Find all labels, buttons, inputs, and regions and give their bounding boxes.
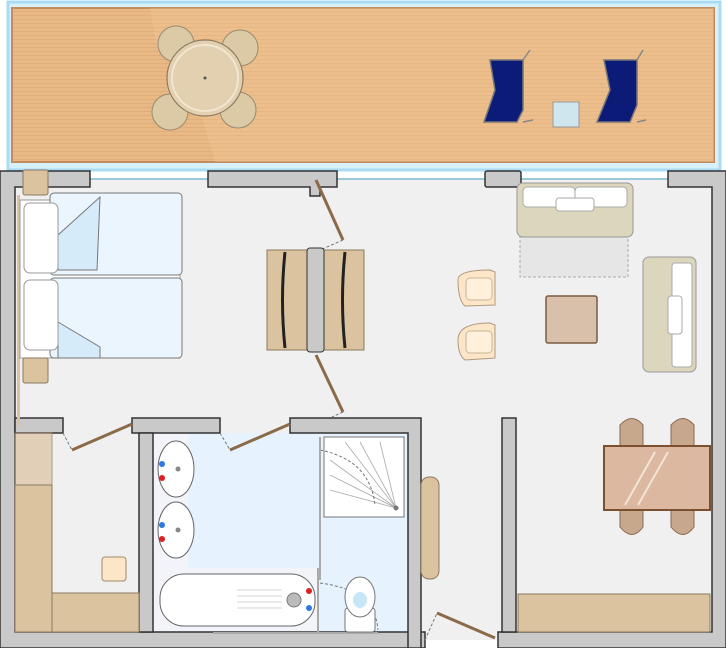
sun-lounger	[482, 49, 534, 123]
rug	[519, 236, 629, 278]
patio-table-set	[151, 25, 259, 131]
shelf	[517, 593, 711, 633]
toilet	[344, 576, 376, 633]
wardrobe	[266, 247, 365, 353]
double-sink	[157, 440, 195, 559]
console-table	[420, 476, 440, 580]
sofa	[642, 256, 697, 373]
armchair	[457, 322, 496, 361]
side-table	[552, 101, 580, 128]
closet-shelf	[14, 484, 53, 633]
doors	[62, 179, 496, 641]
sofa	[516, 182, 634, 238]
sun-lounger	[595, 49, 647, 123]
nightstand	[22, 357, 49, 384]
armchair	[457, 269, 496, 307]
dining-set	[603, 418, 711, 535]
nightstand	[22, 169, 49, 196]
double-bed	[17, 169, 183, 427]
bathtub	[159, 573, 316, 627]
coffee-table	[545, 295, 598, 344]
stool	[101, 556, 127, 582]
walls	[0, 170, 726, 648]
